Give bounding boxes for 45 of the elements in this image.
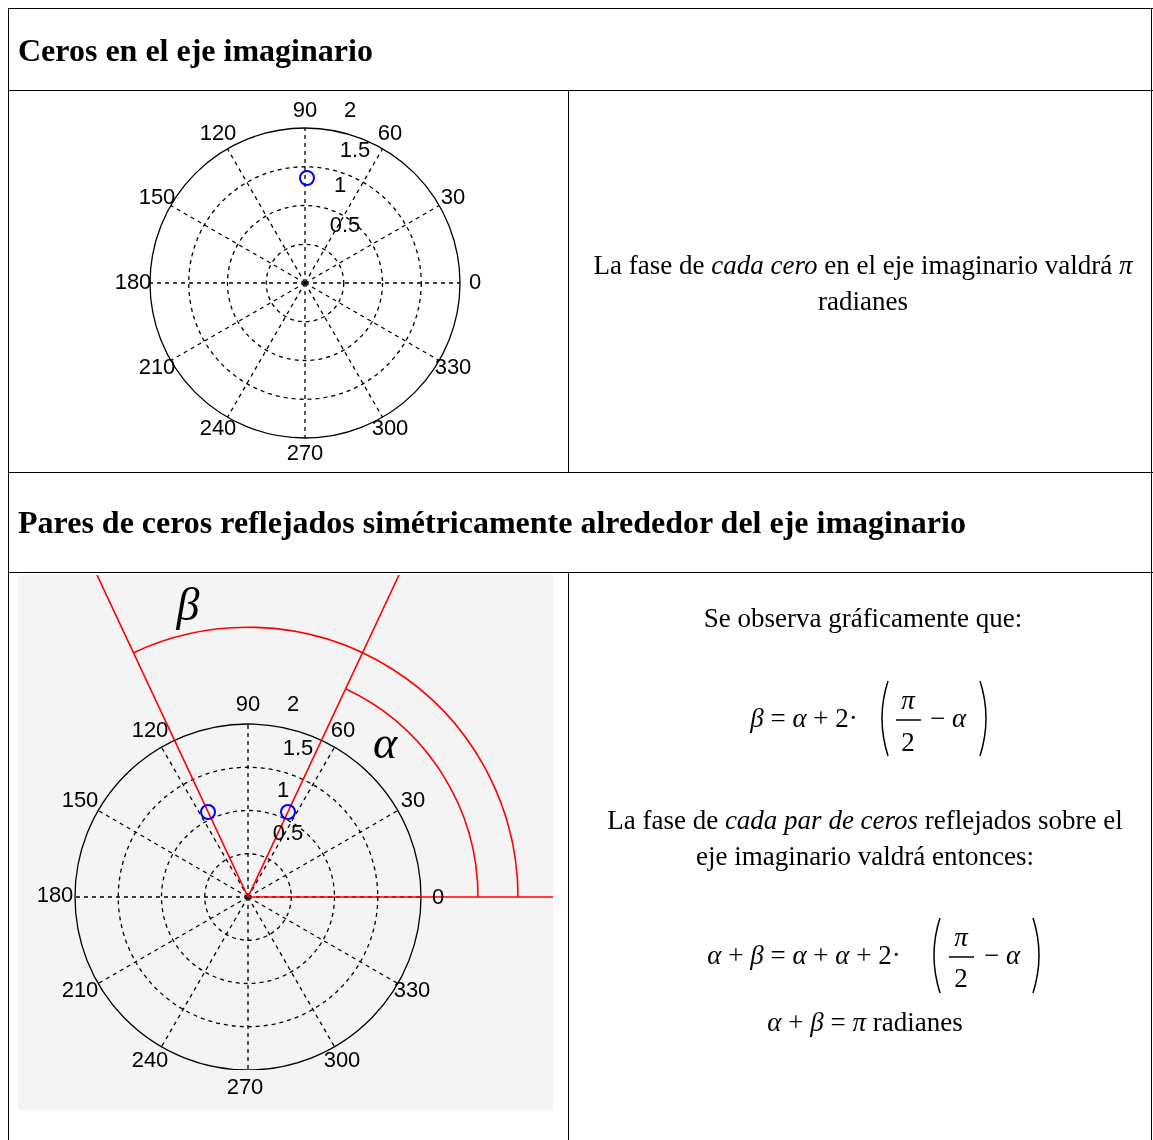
axis-tick-label: 1 [276, 779, 290, 801]
axis-tick-label: 180 [36, 884, 74, 906]
equation-text: π [901, 686, 915, 714]
axis-tick-label: 150 [138, 186, 176, 208]
axis-tick-label: 330 [434, 356, 472, 378]
axis-tick-label: 120 [131, 719, 169, 741]
equation-text: α + β = π radianes [767, 1008, 963, 1036]
description-text: La fase de cada par de ceros reflejados sobre el eje imaginario valdrá entonces: [606, 804, 1124, 873]
axis-tick-label: 300 [371, 417, 409, 439]
axis-tick-label: 1.5 [339, 139, 371, 161]
description-text: Se observa gráficamente que: [702, 602, 1024, 635]
axis-tick-label: 240 [131, 1049, 169, 1071]
equation-text: β = α + 2· [750, 704, 858, 732]
axis-tick-label: 270 [286, 442, 324, 464]
axis-tick-label: 210 [61, 979, 99, 1001]
axis-tick-label: 1 [333, 174, 347, 196]
equation-text: π [954, 923, 968, 951]
angle-label: β [176, 582, 200, 628]
axis-tick-label: 60 [330, 719, 356, 741]
axis-tick-label: 210 [138, 356, 176, 378]
axis-tick-label: 60 [377, 122, 403, 144]
axis-tick-label: 1.5 [282, 737, 314, 759]
angle-label: α [372, 720, 398, 766]
axis-tick-label: 300 [323, 1049, 361, 1071]
axis-tick-label: 120 [199, 122, 237, 144]
equation-text: α + β = α + α + 2· [707, 941, 901, 969]
axis-tick-label: 90 [235, 693, 261, 715]
axis-tick-label: 30 [400, 789, 426, 811]
equation-text: − α [983, 941, 1021, 969]
axis-tick-label: 90 [292, 99, 318, 121]
description-text: La fase de cada cero en el eje imaginario valdrá π radianes [592, 249, 1134, 318]
axis-tick-label: 330 [393, 979, 431, 1001]
axis-tick-label: 2 [286, 693, 300, 715]
section-heading: Ceros en el eje imaginario [18, 31, 373, 70]
equation-text: 2 [954, 964, 968, 992]
axis-tick-label: 30 [440, 186, 466, 208]
equation-text: 2 [901, 728, 915, 756]
axis-tick-label: 270 [226, 1076, 264, 1098]
axis-tick-label: 0.5 [329, 214, 361, 236]
axis-tick-label: 240 [199, 417, 237, 439]
section-heading: Pares de ceros reflejados simétricamente alrededor del eje imaginario [18, 503, 966, 542]
axis-tick-label: 150 [61, 789, 99, 811]
axis-tick-label: 0 [468, 271, 482, 293]
axis-tick-label: 2 [343, 99, 357, 121]
equation-text: − α [929, 704, 967, 732]
